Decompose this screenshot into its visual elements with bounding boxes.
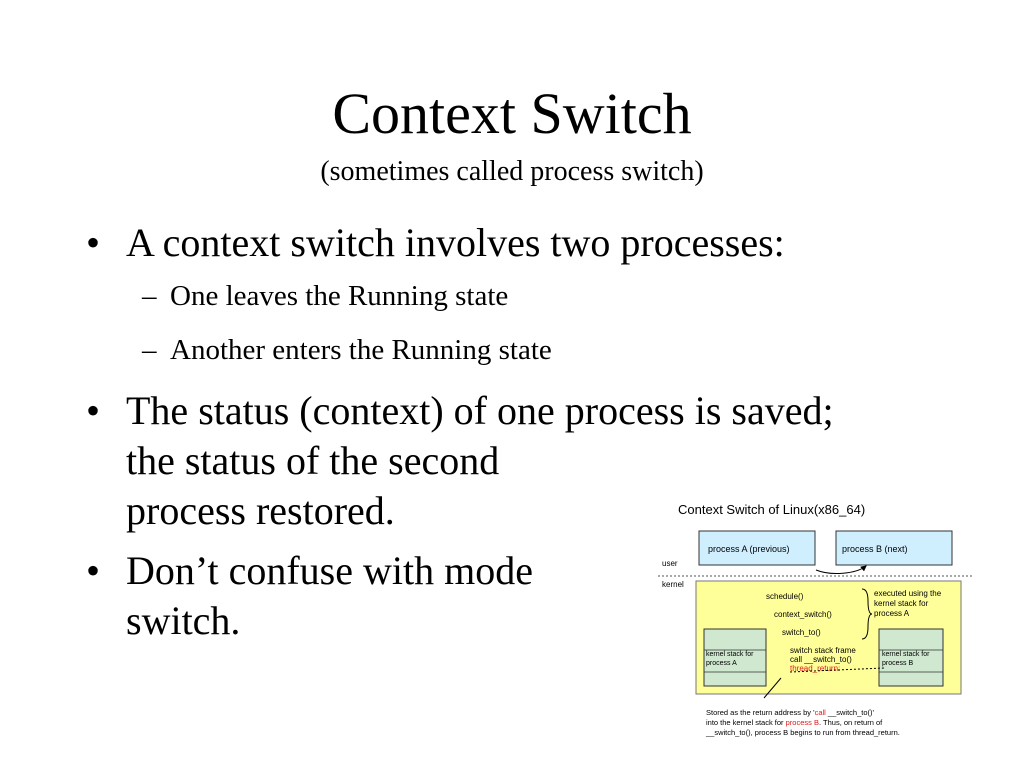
bullet-text: A context switch involves two processes: — [126, 220, 785, 265]
sub-bullet-item: – Another enters the Running state — [86, 332, 986, 368]
caption-part: Stored as the return address by ' — [706, 708, 815, 717]
sub-bullet-text: Another enters the Running state — [170, 334, 552, 366]
return-address-pointer — [763, 677, 782, 699]
schedule-label: schedule() — [766, 592, 804, 601]
caption-line-3: __switch_to(), process B begins to run f… — [705, 728, 900, 737]
bullet-item: • A context switch involves two processe… — [86, 218, 986, 268]
bullet-dot-icon: • — [86, 220, 101, 265]
bullet-dot-icon: • — [86, 388, 101, 433]
caption-part-red: process B — [786, 718, 819, 727]
bullet-dot-icon: • — [86, 548, 101, 593]
bullet-text-line: process restored. — [126, 488, 395, 533]
switch-to-label: switch_to() — [782, 628, 821, 637]
switch-arrow — [815, 565, 867, 574]
process-b-box — [835, 530, 953, 566]
caption-part: __switch_to()' — [826, 708, 875, 717]
bullet-text-line: The status (context) of one process is s… — [126, 388, 834, 433]
thread-return-label: thread_return: — [790, 664, 840, 673]
note-line-2: kernel stack for — [874, 599, 929, 608]
kernel-stack-a-line2: process A — [706, 660, 737, 667]
kernel-stack-b-line2: process B — [882, 660, 913, 667]
kernel-stack-b-box — [878, 628, 944, 687]
brace-icon — [861, 588, 873, 640]
bullet-text-line: the status of the second — [126, 438, 500, 483]
user-label: user — [662, 559, 678, 568]
sub-bullet-item: – One leaves the Running state — [86, 278, 986, 314]
context-switch-diagram: Context Switch of Linux(x86_64) process … — [658, 502, 972, 737]
dash-icon: – — [142, 334, 157, 366]
switch-stack-label: switch stack frame — [790, 646, 856, 655]
caption-line-2: into the kernel stack for process B. Thu… — [706, 718, 883, 727]
bullet-list: • A context switch involves two processe… — [86, 218, 986, 656]
kernel-stack-a-box — [703, 628, 767, 687]
bullet-item: • The status (context) of one process is… — [86, 386, 986, 536]
caption-part: . Thus, on return of — [819, 718, 883, 727]
caption-line-1: Stored as the return address by 'call __… — [706, 708, 875, 717]
kernel-stack-b-line1: kernel stack for — [882, 651, 930, 658]
kernel-label: kernel — [662, 580, 684, 589]
caption-part-red: call — [815, 708, 827, 717]
call-switch-label: call __switch_to() — [790, 655, 852, 664]
slide-subtitle: (sometimes called process switch) — [320, 156, 704, 187]
process-b-label: process B (next) — [842, 544, 908, 554]
dash-icon: – — [142, 280, 157, 312]
caption-part: into the kernel stack for — [706, 718, 786, 727]
process-a-label: process A (previous) — [708, 544, 790, 554]
bullet-text-line: switch. — [126, 598, 241, 643]
process-a-box — [698, 530, 816, 566]
note-line-1: executed using the — [874, 589, 942, 598]
diagram-title: Context Switch of Linux(x86_64) — [678, 502, 865, 517]
bullet-item: • Don’t confuse with mode switch. — [86, 546, 986, 646]
note-line-3: process A — [874, 609, 910, 618]
bullet-text-line: Don’t confuse with mode — [126, 548, 533, 593]
slide-title: Context Switch — [332, 81, 692, 146]
context-switch-label: context_switch() — [774, 610, 832, 619]
sub-bullet-text: One leaves the Running state — [170, 280, 509, 312]
kernel-stack-a-line1: kernel stack for — [706, 651, 754, 658]
